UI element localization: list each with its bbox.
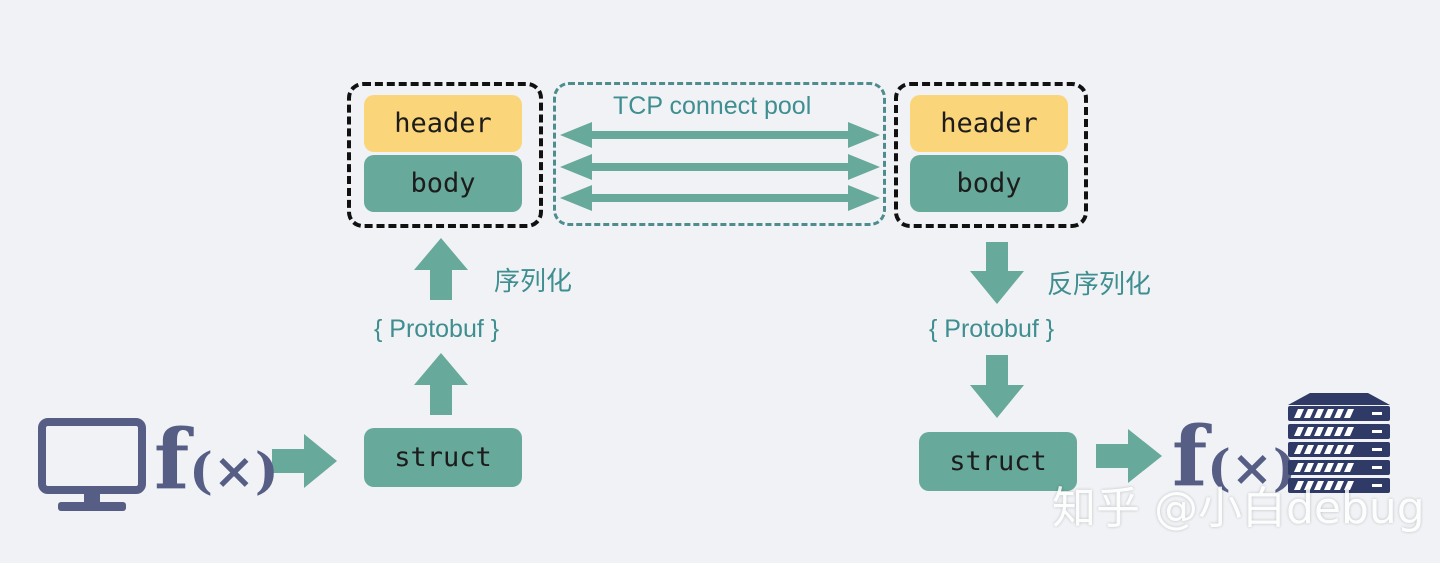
protobuf-label-right: { Protobuf }: [929, 315, 1055, 343]
arrow-up-serialize: [414, 238, 468, 300]
double-arrow-1: [560, 122, 880, 148]
tcp-pool-frame: [553, 82, 886, 226]
arrow-down-deserialize: [970, 242, 1024, 304]
left-body-box: body: [364, 155, 522, 212]
watermark: 知乎 @小白debug: [1052, 483, 1425, 534]
fx-f-left: f: [154, 412, 190, 508]
tcp-pool-label: TCP connect pool: [613, 92, 812, 120]
function-icon-right: f(×): [1172, 409, 1297, 505]
left-header-box: header: [364, 95, 522, 152]
left-struct-box: struct: [364, 428, 522, 487]
server-rack-icon: [1288, 393, 1390, 493]
serialize-label: 序列化: [494, 267, 573, 297]
right-body-box: body: [910, 155, 1068, 212]
right-packet-frame: [894, 82, 1088, 228]
arrow-down-struct: [970, 355, 1024, 418]
left-packet-frame: [347, 82, 543, 228]
double-arrow-3: [560, 185, 880, 211]
fx-args-right: (×): [1207, 438, 1297, 497]
protobuf-label-left: { Protobuf }: [374, 315, 500, 343]
right-header-box: header: [910, 95, 1068, 152]
arrow-right-client: [272, 434, 337, 488]
fx-args-left: (×): [189, 441, 279, 500]
fx-f-right: f: [1172, 409, 1208, 505]
deserialize-label: 反序列化: [1047, 270, 1152, 300]
arrow-up-struct: [414, 353, 468, 415]
arrow-right-server: [1096, 429, 1162, 483]
double-arrow-2: [560, 154, 880, 180]
right-struct-box: struct: [919, 432, 1077, 491]
function-icon-left: f(×): [154, 412, 279, 508]
monitor-icon: [38, 418, 146, 511]
